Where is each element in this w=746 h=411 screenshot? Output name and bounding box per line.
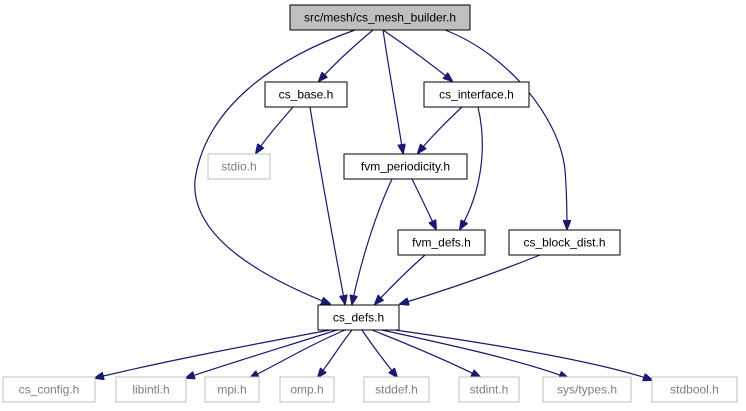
node-label: stddef.h: [375, 383, 418, 397]
node-label: stdbool.h: [670, 383, 719, 397]
node-box: [207, 153, 271, 180]
edge-root-to-fvm-periodicity: [382, 29, 403, 153]
node-label: libintl.h: [132, 383, 169, 397]
node-label: src/mesh/cs_mesh_builder.h: [304, 11, 456, 25]
node-stdio[interactable]: stdio.h: [207, 153, 271, 180]
node-cs-config[interactable]: cs_config.h: [2, 376, 96, 403]
edge-root-to-cs-interface: [382, 29, 452, 81]
node-cs-interface[interactable]: cs_interface.h: [423, 81, 530, 108]
edge-cs-defs-to-mpi: [250, 329, 346, 378]
node-cs-defs[interactable]: cs_defs.h: [317, 304, 400, 331]
node-stddef[interactable]: stddef.h: [363, 376, 430, 403]
edge-cs-base-to-stdio: [256, 106, 294, 153]
edge-cs-base-to-cs-defs: [309, 106, 345, 304]
node-stdint[interactable]: stdint.h: [458, 376, 520, 403]
node-label: cs_config.h: [19, 383, 80, 397]
edge-cs-defs-to-libintl: [186, 329, 338, 378]
edge-cs-defs-to-stddef: [361, 329, 397, 377]
node-mpi[interactable]: mpi.h: [204, 376, 260, 403]
node-label: stdint.h: [470, 383, 509, 397]
edge-fvm-periodicity-to-fvm-defs: [411, 178, 436, 229]
node-label: cs_interface.h: [439, 88, 514, 102]
node-box: [317, 304, 400, 331]
edge-root-to-cs-base: [319, 29, 374, 81]
edge-cs-defs-to-sys-types: [381, 329, 568, 378]
edge-cs-interface-to-fvm-defs: [460, 106, 483, 229]
node-fvm-periodicity[interactable]: fvm_periodicity.h: [343, 153, 468, 180]
node-box: [363, 376, 430, 403]
node-box: [2, 376, 96, 403]
node-box: [279, 376, 335, 403]
node-box: [508, 229, 621, 256]
edge-fvm-periodicity-to-cs-defs: [352, 178, 393, 304]
node-stdbool[interactable]: stdbool.h: [651, 376, 738, 403]
edge-cs-block-dist-to-cs-defs: [400, 254, 541, 304]
node-box: [204, 376, 260, 403]
edge-cs-defs-to-stdint: [371, 329, 480, 377]
edge-cs-interface-to-fvm-periodicity: [418, 106, 463, 153]
node-box: [423, 81, 530, 108]
node-libintl[interactable]: libintl.h: [115, 376, 187, 403]
node-label: cs_defs.h: [333, 311, 384, 325]
node-label: mpi.h: [217, 383, 246, 397]
node-box: [458, 376, 520, 403]
edge-root-to-cs-defs: [194, 29, 356, 304]
nodes-layer: src/mesh/cs_mesh_builder.h cs_base.h cs_in…: [2, 4, 738, 403]
edge-cs-defs-to-stdbool: [394, 329, 652, 380]
node-label: fvm_periodicity.h: [361, 160, 450, 174]
node-box: [397, 229, 486, 256]
node-label: fvm_defs.h: [412, 236, 471, 250]
node-label: cs_base.h: [279, 88, 334, 102]
edge-fvm-defs-to-cs-defs: [375, 254, 426, 304]
node-box: [264, 81, 348, 108]
node-box: [289, 4, 471, 31]
edge-cs-defs-to-omp: [318, 329, 353, 377]
node-box: [542, 376, 632, 403]
node-omp[interactable]: omp.h: [279, 376, 335, 403]
node-fvm-defs[interactable]: fvm_defs.h: [397, 229, 486, 256]
node-box: [115, 376, 187, 403]
node-cs-base[interactable]: cs_base.h: [264, 81, 348, 108]
node-box: [651, 376, 738, 403]
edges-layer: [95, 29, 652, 380]
edge-root-to-cs-block-dist: [444, 29, 567, 229]
node-label: omp.h: [290, 383, 323, 397]
node-root: src/mesh/cs_mesh_builder.h: [289, 4, 471, 31]
node-cs-block-dist[interactable]: cs_block_dist.h: [508, 229, 621, 256]
edge-cs-defs-to-cs-config: [95, 329, 331, 378]
node-label: sys/types.h: [557, 383, 617, 397]
node-box: [343, 153, 468, 180]
node-label: cs_block_dist.h: [523, 236, 605, 250]
node-sys-types[interactable]: sys/types.h: [542, 376, 632, 403]
node-label: stdio.h: [221, 160, 256, 174]
